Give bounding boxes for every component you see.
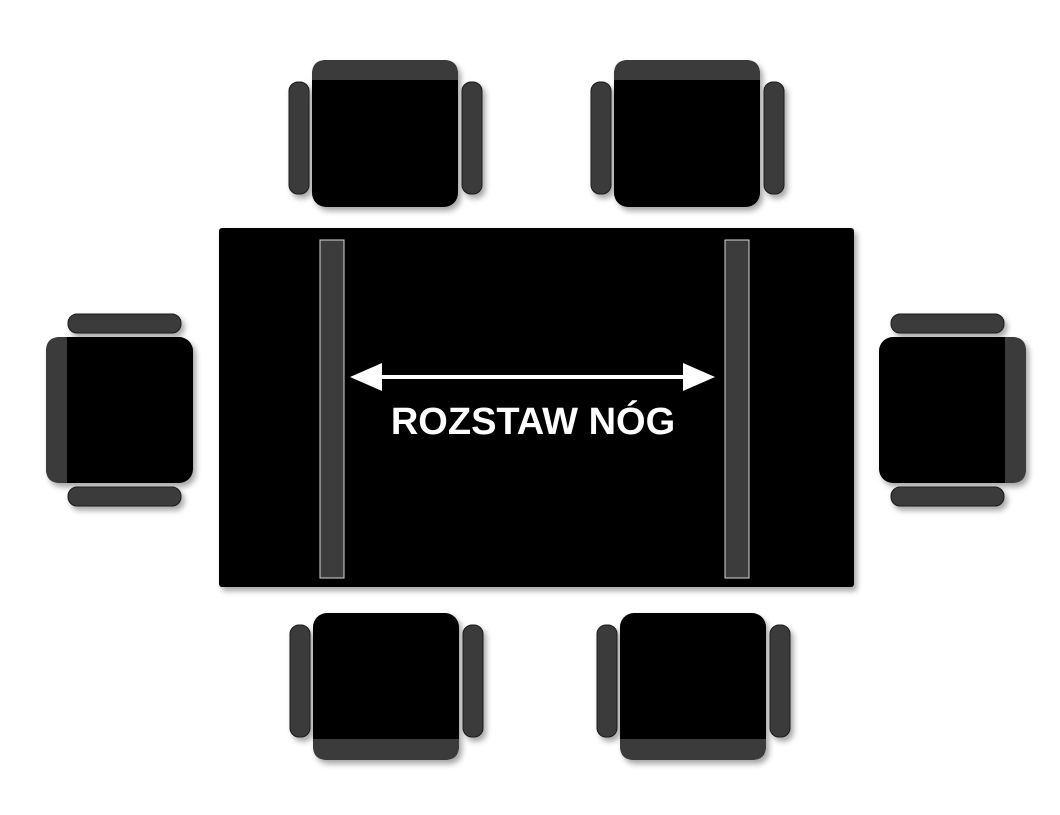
- chair-bottom-left: [289, 613, 484, 760]
- chair-armrest-left: [596, 624, 618, 738]
- chair-armrest-top: [67, 313, 182, 334]
- chair-seat: [313, 613, 459, 760]
- chair-armrest-left: [289, 624, 311, 738]
- chair-seat: [614, 60, 760, 207]
- table-leg-right: [724, 239, 750, 579]
- chair-armrest-bottom: [67, 486, 182, 507]
- arrow-head-right-icon: [683, 363, 715, 391]
- table-top: [219, 228, 854, 587]
- table-leg-left: [319, 239, 345, 579]
- chair-top-right: [590, 60, 785, 207]
- chair-backrest: [46, 337, 67, 483]
- chair-bottom-right: [596, 613, 791, 760]
- chair-armrest-right: [461, 81, 483, 195]
- chair-top-left: [288, 60, 483, 207]
- chair-armrest-right: [763, 81, 785, 195]
- chair-armrest-left: [590, 81, 612, 195]
- chair-backrest: [312, 60, 458, 80]
- table: [219, 228, 854, 587]
- chair-backrest: [313, 739, 459, 760]
- chair-backrest: [620, 739, 766, 760]
- chair-backrest: [1005, 337, 1026, 483]
- chair-seat: [879, 337, 1026, 483]
- chair-armrest-right: [769, 624, 791, 738]
- chair-right: [879, 313, 1026, 507]
- chair-armrest-top: [890, 313, 1005, 334]
- chair-seat: [312, 60, 458, 207]
- chair-seat: [620, 613, 766, 760]
- leg-spacing-arrow: [350, 363, 715, 391]
- chair-left: [46, 313, 193, 507]
- arrow-head-left-icon: [350, 363, 382, 391]
- chair-armrest-left: [288, 81, 310, 195]
- chair-backrest: [614, 60, 760, 80]
- chair-seat: [46, 337, 193, 483]
- chair-armrest-right: [462, 624, 484, 738]
- leg-spacing-label: ROZSTAW NÓG: [391, 399, 675, 443]
- chair-armrest-bottom: [890, 486, 1005, 507]
